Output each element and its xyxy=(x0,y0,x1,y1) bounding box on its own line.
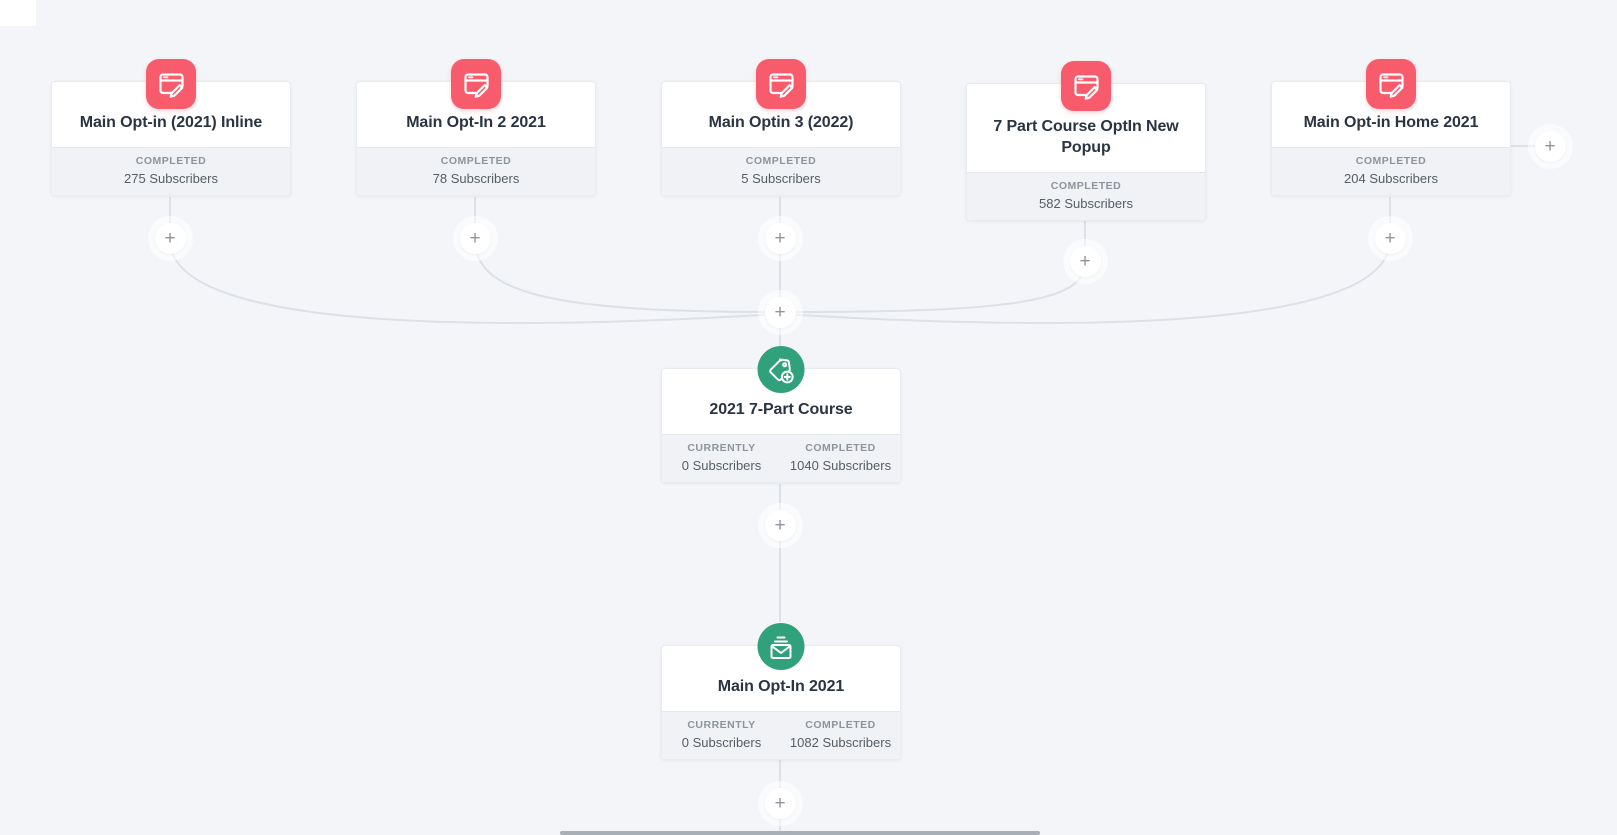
stat-label: COMPLETED xyxy=(1050,180,1122,192)
stat-value: 275 Subscribers xyxy=(124,171,218,186)
form-icon xyxy=(756,59,806,109)
stat-label: COMPLETED xyxy=(1355,155,1427,167)
add-node-button[interactable]: + xyxy=(1069,245,1101,277)
stat-value: 0 Subscribers xyxy=(681,458,762,473)
stat-label: COMPLETED xyxy=(440,155,512,167)
form-node-card[interactable]: Main Opt-In 2 2021 COMPLETED 78 Subscrib… xyxy=(356,59,596,196)
stat-label: COMPLETED xyxy=(805,442,876,454)
stat-label: COMPLETED xyxy=(745,155,817,167)
form-node-card[interactable]: 7 Part Course OptIn New Popup COMPLETED … xyxy=(966,61,1206,221)
form-icon xyxy=(1366,59,1416,109)
stat-value: 204 Subscribers xyxy=(1344,171,1438,186)
stat-value: 1040 Subscribers xyxy=(789,458,892,473)
add-node-button[interactable]: + xyxy=(459,222,491,254)
stat-value: 5 Subscribers xyxy=(741,171,821,186)
stat-value: 582 Subscribers xyxy=(1039,196,1133,211)
node-title: Main Opt-In 2 2021 xyxy=(406,114,546,132)
stat-label: COMPLETED xyxy=(805,719,876,731)
add-node-button[interactable]: + xyxy=(154,222,186,254)
stat-value: 0 Subscribers xyxy=(681,735,762,750)
horizontal-scrollbar-thumb[interactable] xyxy=(560,831,1040,835)
add-node-button[interactable]: + xyxy=(1374,222,1406,254)
add-node-button[interactable]: + xyxy=(764,787,796,819)
stat-value: 78 Subscribers xyxy=(432,171,520,186)
form-icon xyxy=(451,59,501,109)
node-title: Main Opt-In 2021 xyxy=(717,678,845,696)
node-title: Main Opt-in (2021) Inline xyxy=(79,114,263,132)
add-node-button[interactable]: + xyxy=(764,222,796,254)
stat-label: CURRENTLY xyxy=(687,719,756,731)
node-title: Main Opt-in Home 2021 xyxy=(1303,114,1479,132)
stat-label: COMPLETED xyxy=(135,155,207,167)
form-node-card[interactable]: Main Opt-in Home 2021 COMPLETED 204 Subs… xyxy=(1271,59,1511,196)
node-title: Main Optin 3 (2022) xyxy=(708,114,854,132)
stat-label: CURRENTLY xyxy=(687,442,756,454)
stat-value: 1082 Subscribers xyxy=(789,735,892,750)
add-tag-icon xyxy=(757,346,805,393)
form-node-card[interactable]: Main Optin 3 (2022) COMPLETED 5 Subscrib… xyxy=(661,59,901,196)
node-title: 7 Part Course OptIn New Popup xyxy=(993,117,1179,157)
add-node-button[interactable]: + xyxy=(1534,130,1566,162)
email-sequence-icon xyxy=(757,623,805,670)
add-node-button[interactable]: + xyxy=(764,296,796,328)
node-title: 2021 7-Part Course xyxy=(709,401,853,419)
scroll-corner xyxy=(0,0,36,26)
sequence-node-card[interactable]: Main Opt-In 2021 CURRENTLY 0 Subscribers… xyxy=(661,623,901,760)
form-icon xyxy=(1061,61,1111,111)
form-node-card[interactable]: Main Opt-in (2021) Inline COMPLETED 275 … xyxy=(51,59,291,196)
form-icon xyxy=(146,59,196,109)
add-node-button[interactable]: + xyxy=(764,509,796,541)
tag-node-card[interactable]: 2021 7-Part Course CURRENTLY 0 Subscribe… xyxy=(661,346,901,483)
